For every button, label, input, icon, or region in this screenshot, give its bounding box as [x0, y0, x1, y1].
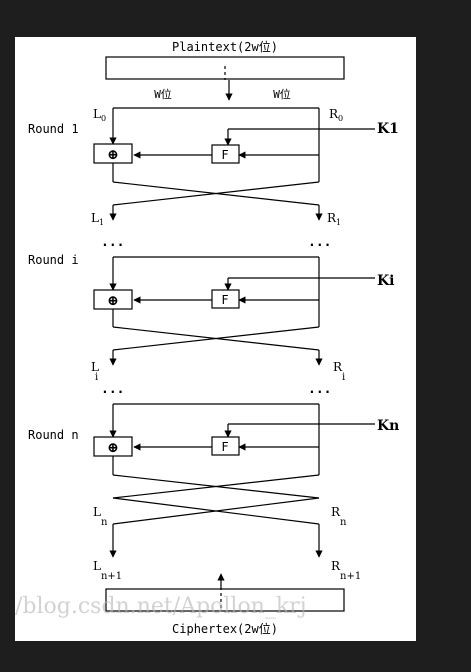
f-label-i: F	[221, 293, 228, 307]
ellipsis-left-1: ...	[101, 235, 124, 250]
ellipsis-right-i: ...	[308, 382, 331, 397]
l1-label: L1	[91, 211, 104, 227]
half-width-left: W位	[154, 87, 172, 101]
watermark: /blog.csdn.net/Apollon_krj	[15, 594, 307, 619]
xor-symbol-1: ⊕	[107, 147, 119, 163]
plaintext-label: Plaintext(2w位)	[172, 39, 278, 54]
r1-label: R1	[327, 211, 341, 227]
ciphertext-label: Ciphertex(2w位)	[172, 621, 278, 636]
rn1-label: Rn+1	[331, 559, 361, 582]
ri-label: Ri	[333, 360, 345, 383]
rn-label: Rn	[331, 505, 347, 528]
f-label-1: F	[221, 148, 228, 162]
l0-label: L0	[93, 107, 106, 123]
xor-symbol-i: ⊕	[107, 293, 119, 309]
xor-symbol-n: ⊕	[107, 440, 119, 456]
round-n-label: Round n	[28, 428, 79, 442]
half-width-right: W位	[273, 87, 291, 101]
r0-label: R0	[329, 107, 343, 123]
ellipsis-right-1: ...	[308, 235, 331, 250]
ln1-label: Ln+1	[93, 559, 122, 582]
f-label-n: F	[221, 440, 228, 454]
ellipsis-left-i: ...	[101, 382, 124, 397]
key-n-label: Kn	[377, 418, 399, 434]
ciphertext-box	[105, 588, 345, 612]
round-i-label: Round i	[28, 253, 79, 267]
key-i-label: Ki	[377, 273, 395, 289]
round-1-label: Round 1	[28, 122, 79, 136]
key-1-label: K1	[377, 121, 399, 137]
ln-label: Ln	[93, 505, 108, 528]
